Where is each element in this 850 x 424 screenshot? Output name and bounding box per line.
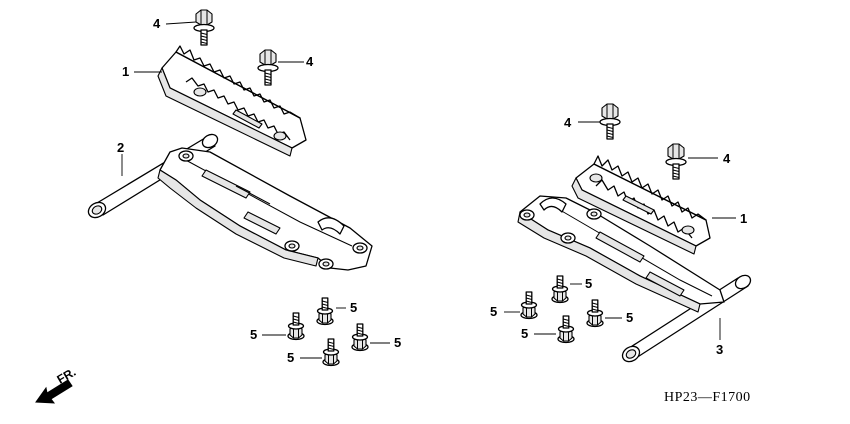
left-bracket — [87, 133, 373, 271]
bolt-icon — [586, 299, 604, 328]
callout-4-right-a: 4 — [564, 115, 572, 130]
callout-5-left-a: 5 — [350, 300, 357, 315]
right-bolts-4 — [599, 103, 687, 180]
callout-5-right-d: 5 — [521, 326, 528, 341]
callout-2-left: 2 — [117, 140, 124, 155]
left-step — [157, 45, 307, 157]
bolt-icon — [520, 291, 538, 320]
bolt-icon — [599, 103, 621, 140]
callout-5-left-b: 5 — [250, 327, 257, 342]
callout-5-left-d: 5 — [287, 350, 294, 365]
bolt-icon — [322, 338, 340, 367]
diagram-code: HP23—F1700 — [664, 390, 751, 405]
bolt-icon — [193, 9, 215, 46]
callout-1-left: 1 — [122, 64, 129, 79]
front-direction-arrow-icon: FR. — [35, 365, 79, 404]
callout-1-right: 1 — [740, 211, 747, 226]
callout-5-right-c: 5 — [626, 310, 633, 325]
bolt-icon — [551, 275, 569, 304]
bolt-icon — [351, 323, 369, 352]
bolt-icon — [665, 143, 687, 180]
bolt-icon — [257, 49, 279, 86]
callout-4-left-mid: 4 — [306, 54, 314, 69]
right-step — [571, 155, 711, 255]
bolt-icon — [557, 315, 575, 344]
front-direction-label: FR. — [55, 365, 79, 387]
callout-5-right-a: 5 — [585, 276, 592, 291]
bolt-icon — [316, 297, 334, 326]
callout-5-right-b: 5 — [490, 304, 497, 319]
callout-4-right-b: 4 — [723, 151, 731, 166]
callout-3-right: 3 — [716, 342, 723, 357]
right-bracket — [517, 195, 752, 363]
callout-4-left-top: 4 — [153, 16, 161, 31]
bolt-icon — [287, 312, 305, 341]
callout-5-left-c: 5 — [394, 335, 401, 350]
